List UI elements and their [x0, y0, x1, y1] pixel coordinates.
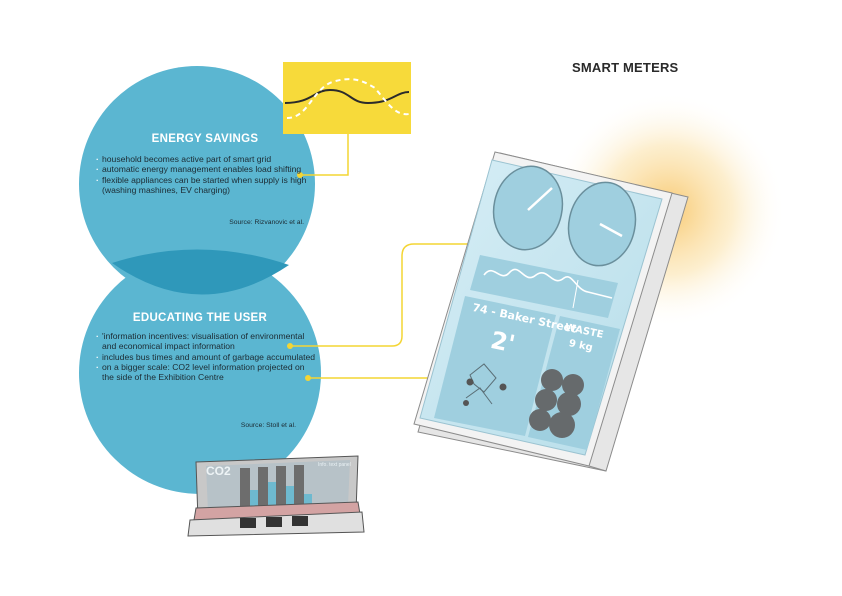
bus-stop-dot: [499, 383, 507, 391]
page-title: SMART METERS: [572, 60, 679, 75]
entrance: [266, 517, 282, 527]
co2-bar: [250, 490, 258, 508]
dial-left-needle: [527, 187, 553, 211]
entrance: [240, 518, 256, 528]
pillar: [276, 466, 286, 506]
exhibition-centre: [187, 455, 365, 537]
wave-panel: [470, 255, 618, 318]
entrance: [292, 516, 308, 526]
educating-user-list: 'information incentives: visualisation o…: [96, 331, 318, 382]
shifted-curve: [286, 78, 410, 119]
dial-right-needle: [599, 222, 623, 238]
co2-bar: [286, 486, 294, 508]
wave-line: [483, 268, 613, 299]
connector-educating: [290, 243, 490, 347]
garbage-bags: [529, 369, 584, 438]
list-item: flexible appliances can be started when …: [96, 175, 321, 196]
co2-bar: [304, 494, 312, 508]
pillar: [294, 465, 304, 505]
circle-overlap: [112, 249, 289, 295]
list-item: automatic energy management enables load…: [96, 164, 321, 175]
meter-edge: [588, 465, 607, 472]
list-item: 'information incentives: visualisation o…: [96, 331, 318, 352]
list-item: on a bigger scale: CO2 level information…: [96, 362, 318, 383]
smart-meter: [413, 151, 689, 472]
pillar: [240, 468, 250, 508]
educating-user-heading: EDUCATING THE USER: [132, 312, 268, 324]
co2-bar: [268, 482, 276, 508]
list-item: household becomes active part of smart g…: [96, 154, 321, 165]
list-item: includes bus times and amount of garbage…: [96, 352, 318, 363]
energy-savings-list: household becomes active part of smart g…: [96, 154, 321, 195]
bus-stop-dot: [463, 400, 469, 406]
co2-label: CO2: [206, 464, 231, 478]
dial-left: [492, 165, 564, 251]
wave-divider: [572, 279, 579, 309]
load-curve: [284, 88, 410, 105]
bus-stop-dot: [466, 378, 474, 386]
building-info-text: Info. text panel: [318, 462, 351, 468]
educating-user-source: Source: Stoll et al.: [240, 422, 296, 429]
energy-savings-heading: ENERGY SAVINGS: [151, 133, 259, 145]
pillar: [258, 467, 268, 507]
energy-savings-source: Source: Rizvanovic et al.: [229, 219, 304, 226]
